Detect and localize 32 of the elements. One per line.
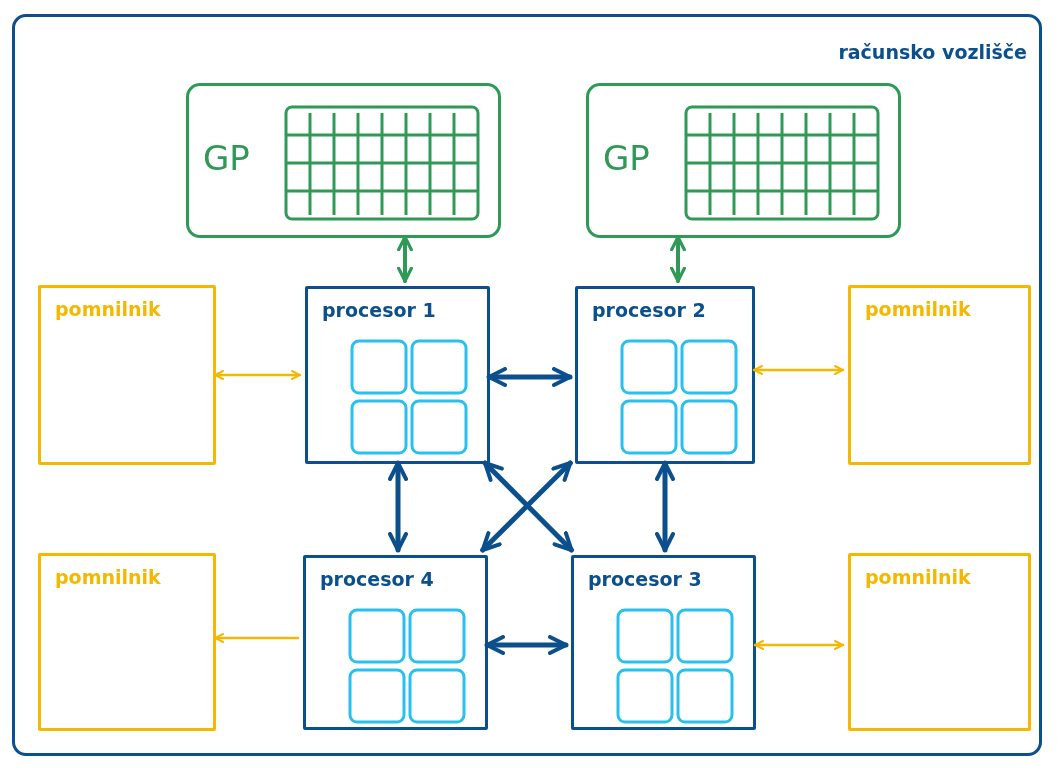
compute-node-frame <box>12 14 1042 756</box>
memory-label: pomnilnik <box>55 298 161 320</box>
memory-label: pomnilnik <box>865 298 971 320</box>
processor-label: procesor 1 <box>322 299 436 321</box>
frame-title: računsko vozlišče <box>838 41 1027 63</box>
arrow <box>670 235 686 283</box>
arrow <box>388 460 408 553</box>
arrow <box>752 365 845 375</box>
processor-label: procesor 4 <box>320 568 434 590</box>
arrow <box>484 635 569 655</box>
memory-box <box>38 285 216 465</box>
gpu-label: GP <box>603 138 650 178</box>
memory-box <box>848 285 1031 465</box>
gpu-label: GP <box>203 138 250 178</box>
processor-label: procesor 2 <box>592 299 706 321</box>
processor-box <box>303 555 488 730</box>
processor-box <box>305 286 490 464</box>
memory-label: pomnilnik <box>865 566 971 588</box>
memory-box <box>848 553 1031 731</box>
arrow <box>213 370 302 380</box>
memory-box <box>38 553 216 731</box>
gpu-box <box>586 83 901 238</box>
gpu-box <box>186 83 501 238</box>
arrow <box>655 460 675 553</box>
arrow <box>486 367 573 387</box>
arrow <box>397 235 413 283</box>
memory-label: pomnilnik <box>55 566 161 588</box>
processor-label: procesor 3 <box>588 568 702 590</box>
processor-box <box>571 555 756 730</box>
arrow <box>213 633 300 643</box>
arrow <box>753 640 845 650</box>
processor-box <box>575 286 755 464</box>
